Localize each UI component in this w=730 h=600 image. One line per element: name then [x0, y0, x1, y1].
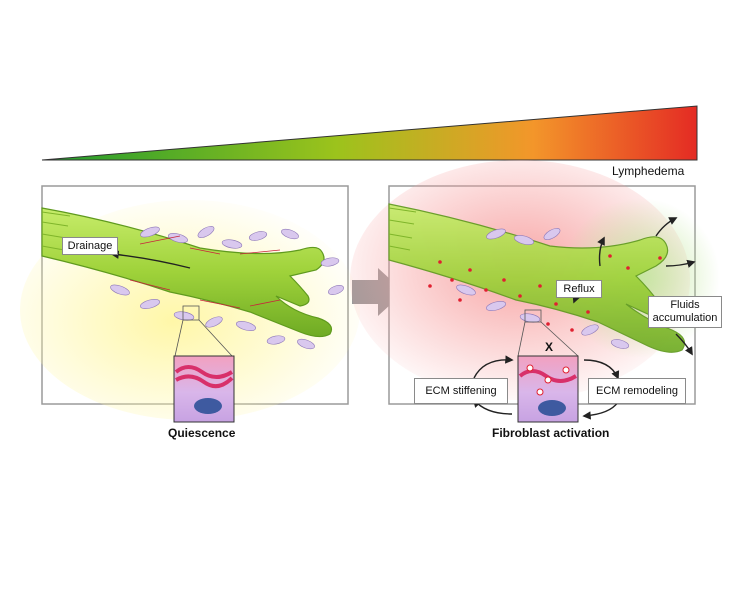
right-panel: [350, 160, 720, 423]
ecm-stiffening-label: ECM stiffening: [414, 378, 508, 404]
fibroblast-activation-caption: Fibroblast activation: [492, 426, 610, 440]
ecm-remodeling-label: ECM remodeling: [588, 378, 686, 404]
drainage-label: Drainage: [62, 237, 118, 255]
reflux-label: Reflux: [556, 280, 602, 298]
severity-gradient-bar: [41, 105, 698, 161]
drainage-arrow: [110, 250, 191, 269]
left-panel: [20, 185, 360, 423]
fibroblast-activation-zoom-inset: [517, 309, 579, 423]
fibroblast-cells: [110, 226, 344, 350]
quiescence-caption: Quiescence: [168, 426, 236, 440]
immune-cell-dots: [428, 254, 662, 332]
fluids-accumulation-label: Fluids accumulation: [648, 296, 722, 328]
collagen-fibers: [129, 235, 281, 309]
inhibition-mark: X: [545, 340, 554, 354]
lymphedema-label: Lymphedema: [612, 164, 685, 178]
quiescence-zoom-inset: [173, 305, 235, 423]
activated-fibroblasts: [456, 228, 630, 349]
